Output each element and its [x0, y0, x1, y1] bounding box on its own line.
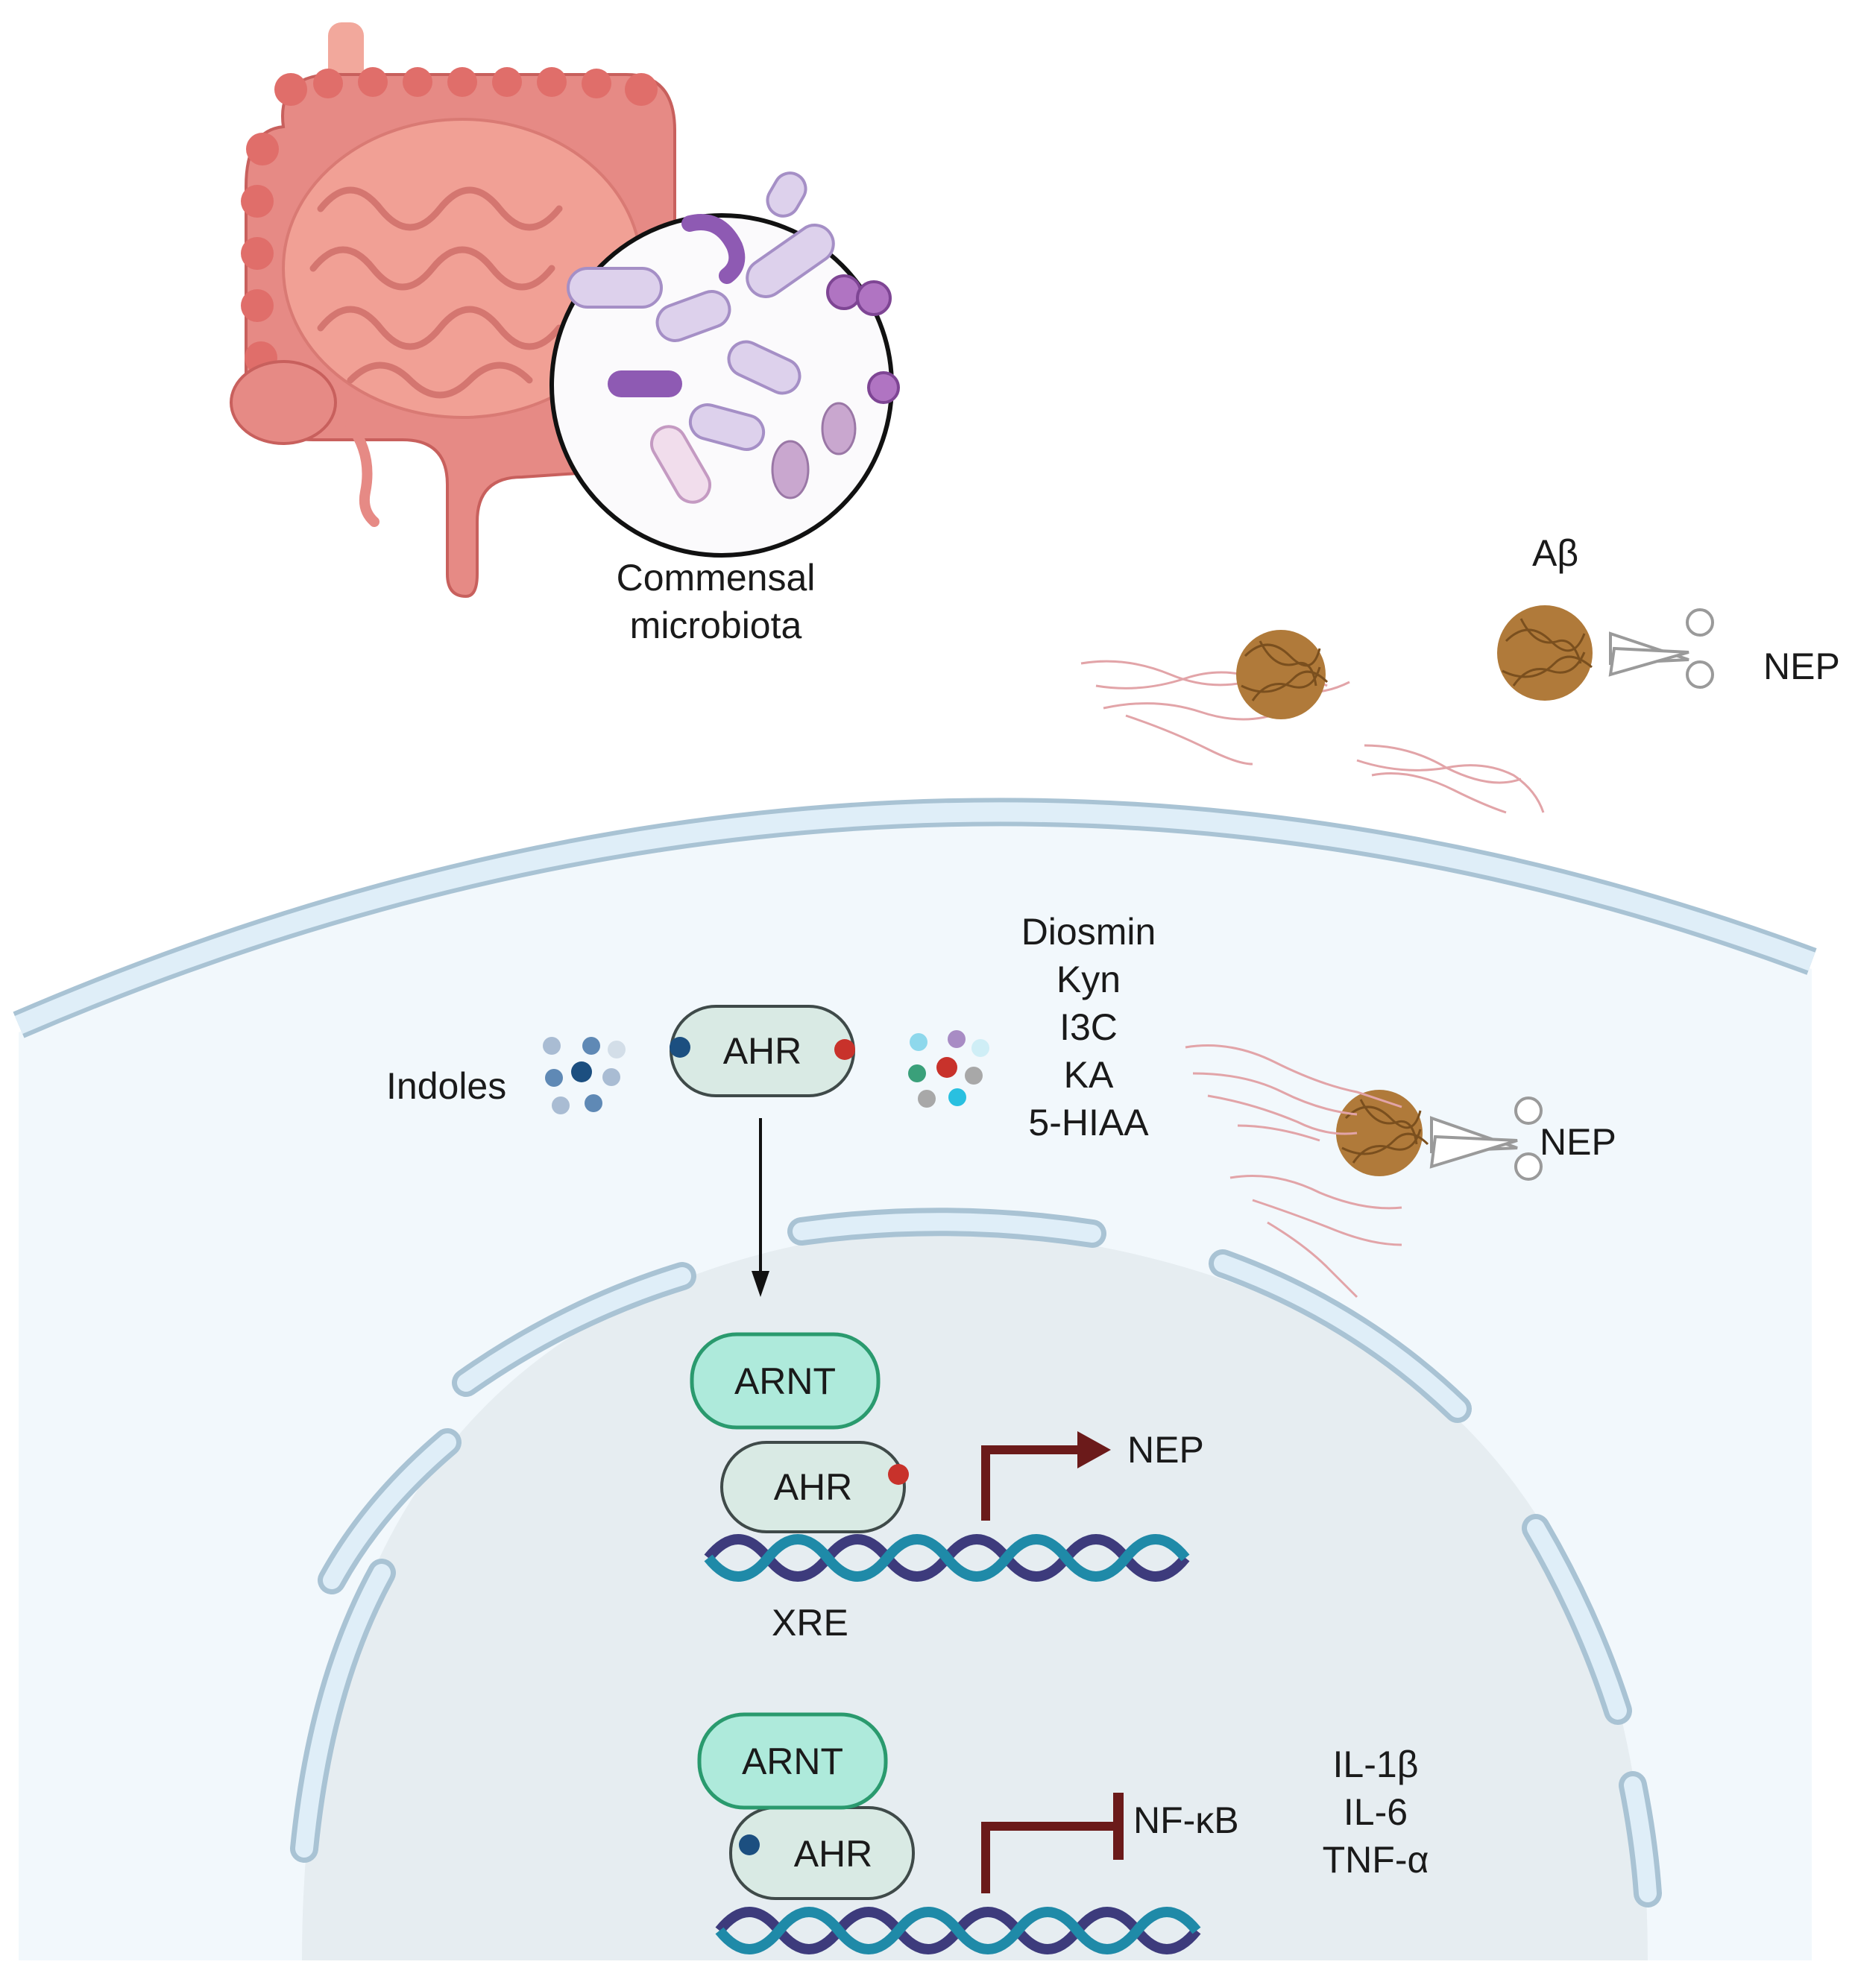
indoles-label: Indoles — [386, 1065, 507, 1107]
cytokine-il6: IL-6 — [1343, 1791, 1408, 1833]
ahr-cyto-label: AHR — [722, 1030, 802, 1072]
scissors-icon — [1429, 1096, 1543, 1181]
nep-label-mid: NEP — [1540, 1121, 1616, 1163]
cytokine-list: IL-1β IL-6 TNF-α — [1290, 1741, 1461, 1884]
arnt-label-2: ARNT — [741, 1741, 844, 1782]
commensal-line2: microbiota — [629, 605, 802, 646]
xre-label: XRE — [772, 1602, 848, 1644]
nfkb-inhibition-arrow — [981, 1793, 1124, 1893]
cell-membrane-inner — [14, 802, 1815, 1034]
dna-xre — [704, 1534, 1190, 1582]
ligand-ka: KA — [1063, 1054, 1114, 1096]
amyloid-fibrils-cyto — [1185, 1044, 1402, 1298]
ligand-list: Diosmin Kyn I3C KA 5-HIAA — [984, 908, 1193, 1146]
translocation-arrow — [752, 1118, 769, 1297]
dna-nfkb — [715, 1907, 1201, 1954]
nep-gene-label: NEP — [1127, 1429, 1204, 1471]
cytokine-tnfa: TNF-α — [1322, 1839, 1429, 1881]
arnt-label-1: ARNT — [734, 1360, 837, 1402]
ahr-label-1: AHR — [773, 1466, 853, 1508]
ligand-5hiaa: 5-HIAA — [1028, 1102, 1149, 1143]
commensal-line1: Commensal — [616, 557, 816, 599]
ligand-kyn: Kyn — [1056, 959, 1121, 1000]
ligand-i3c: I3C — [1059, 1006, 1118, 1048]
cytokine-il1b: IL-1β — [1332, 1744, 1419, 1785]
abeta-label: Aβ — [1532, 532, 1579, 574]
ahr-cytoplasmic — [670, 1005, 855, 1097]
nep-label-top: NEP — [1763, 646, 1840, 687]
scissors-icon — [1608, 608, 1714, 689]
ligand-diosmin: Diosmin — [1021, 911, 1156, 953]
indoles-dots — [543, 1037, 626, 1114]
microbiota-magnifier — [549, 171, 900, 558]
nucleus — [302, 1226, 1648, 1960]
ahr-label-2: AHR — [793, 1833, 873, 1875]
amyloid-plaque-icon — [1236, 605, 1593, 1176]
bacteria-icons — [567, 171, 900, 504]
nfkb-label: NF-κB — [1133, 1799, 1239, 1841]
nuclear-envelope — [290, 1208, 1662, 1907]
arnt-ahr-complex-1 — [690, 1332, 909, 1533]
arnt-ahr-complex-2 — [697, 1712, 915, 1900]
intestine-icon — [230, 22, 676, 599]
nep-transcription-arrow — [981, 1431, 1111, 1521]
commensal-label: Commensal microbiota — [596, 554, 835, 649]
ligand-dots — [908, 1030, 989, 1108]
